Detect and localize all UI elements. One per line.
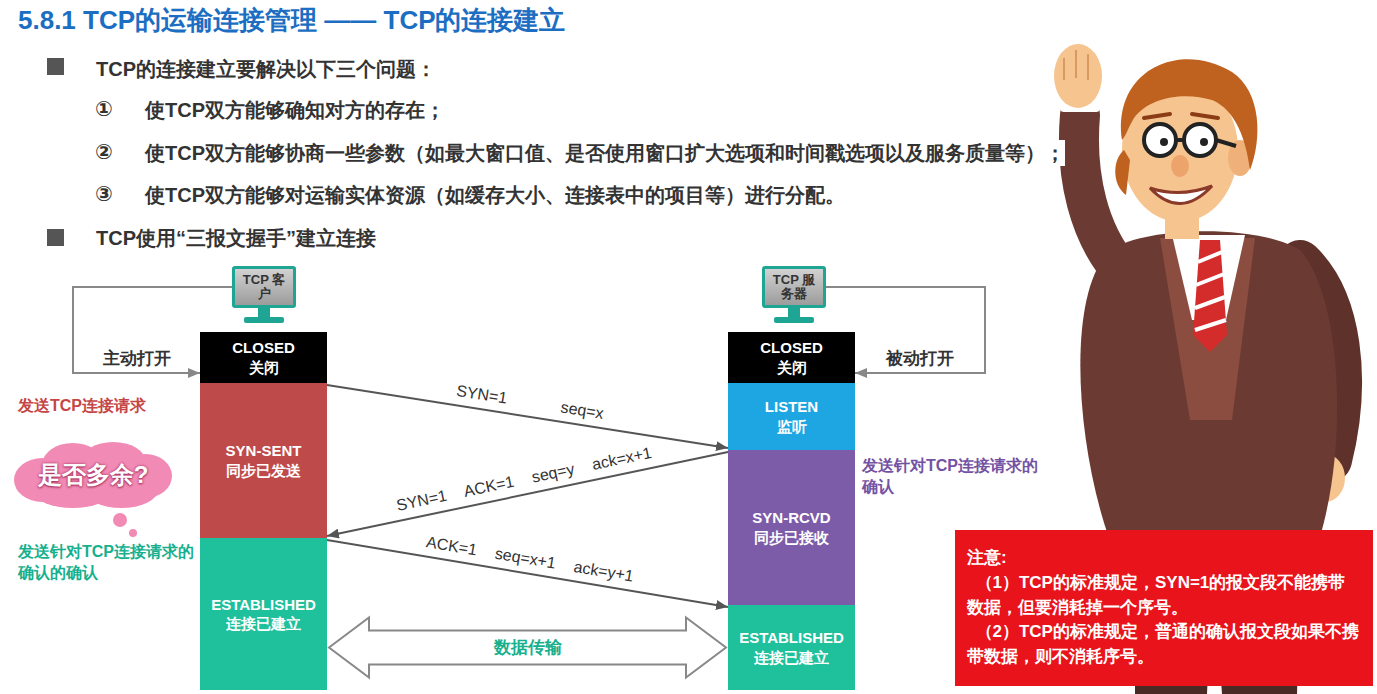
monitor-stand: [244, 308, 814, 323]
thought-cloud: 是否多余?: [12, 440, 174, 510]
node-title: 是否多余?: [38, 459, 149, 491]
node-text: （2）TCP的标准规定，普通的确认报文段如果不携带数据，则不消耗序号。: [967, 620, 1361, 669]
state-box: LISTEN监听: [728, 383, 855, 450]
point-text: 使TCP双方能够对运输实体资源（如缓存大小、连接表中的项目等）进行分配。: [145, 182, 845, 208]
edge-label: 主动打开: [101, 349, 173, 369]
page-title: 5.8.1 TCP的运输连接管理 —— TCP的连接建立: [18, 4, 566, 38]
double-arrow: [329, 618, 726, 678]
node-title: LISTEN: [765, 397, 818, 417]
state-box: ESTABLISHED连接已建立: [200, 538, 327, 690]
node-text: 关闭: [777, 358, 807, 378]
node-text: 连接已建立: [754, 648, 829, 668]
computer-icon: TCP 服务器: [762, 266, 826, 308]
node-text: 关闭: [249, 358, 279, 378]
node-title: SYN-SENT: [226, 441, 302, 461]
connector: [327, 452, 728, 536]
annotation: 发送针对TCP连接请求的确认的确认: [18, 542, 196, 584]
state-box: ESTABLISHED连接已建立: [728, 605, 855, 690]
node-title: CLOSED: [760, 338, 823, 358]
node-text: 同步已发送: [226, 461, 301, 481]
node-title: ESTABLISHED: [211, 595, 316, 615]
edge-label: 被动打开: [884, 349, 956, 369]
edge-label: ACK=1 seq=x+1 ack=y+1: [423, 532, 637, 586]
intro-text: TCP的连接建立要解决以下三个问题：: [96, 56, 436, 82]
node-title: TCP 服务器: [767, 273, 821, 302]
node-text: （1）TCP的标准规定，SYN=1的报文段不能携带数据，但要消耗掉一个序号。: [967, 571, 1361, 620]
callout-number: ②: [95, 139, 113, 165]
node-title: 注意:: [967, 546, 1361, 571]
state-box: CLOSED关闭: [200, 332, 327, 383]
state-box: SYN-RCVD同步已接收: [728, 450, 855, 605]
node-title: TCP 客户: [237, 273, 291, 302]
node-text: 监听: [777, 417, 807, 437]
thought-bubbles: [113, 513, 137, 537]
edge-label: SYN=1 ACK=1 seq=y ack=x+1: [393, 443, 656, 516]
callout-number: ①: [95, 96, 113, 122]
edge-label: 数据传输: [492, 637, 564, 657]
node-title: SYN-RCVD: [752, 508, 830, 528]
annotation: 发送TCP连接请求: [18, 396, 146, 417]
node-title: CLOSED: [232, 338, 295, 358]
bullet-square: [47, 58, 64, 75]
intro-text: TCP使用“三报文握手”建立连接: [96, 225, 376, 251]
node-title: ESTABLISHED: [739, 628, 844, 648]
state-box: SYN-SENT同步已发送: [200, 383, 327, 538]
callout-number: ③: [95, 181, 113, 207]
point-text: 使TCP双方能够确知对方的存在；: [145, 97, 445, 123]
bullet-square: [47, 229, 64, 246]
point-text: 使TCP双方能够协商一些参数（如最大窗口值、是否使用窗口扩大选项和时间戳选项以及…: [145, 140, 1065, 166]
note-box: 注意:（1）TCP的标准规定，SYN=1的报文段不能携带数据，但要消耗掉一个序号…: [955, 530, 1373, 686]
state-box: CLOSED关闭: [728, 332, 855, 383]
node-text: 连接已建立: [226, 614, 301, 634]
node-text: 同步已接收: [754, 528, 829, 548]
annotation: 发送针对TCP连接请求的确认: [862, 456, 1047, 498]
computer-icon: TCP 客户: [232, 266, 296, 308]
